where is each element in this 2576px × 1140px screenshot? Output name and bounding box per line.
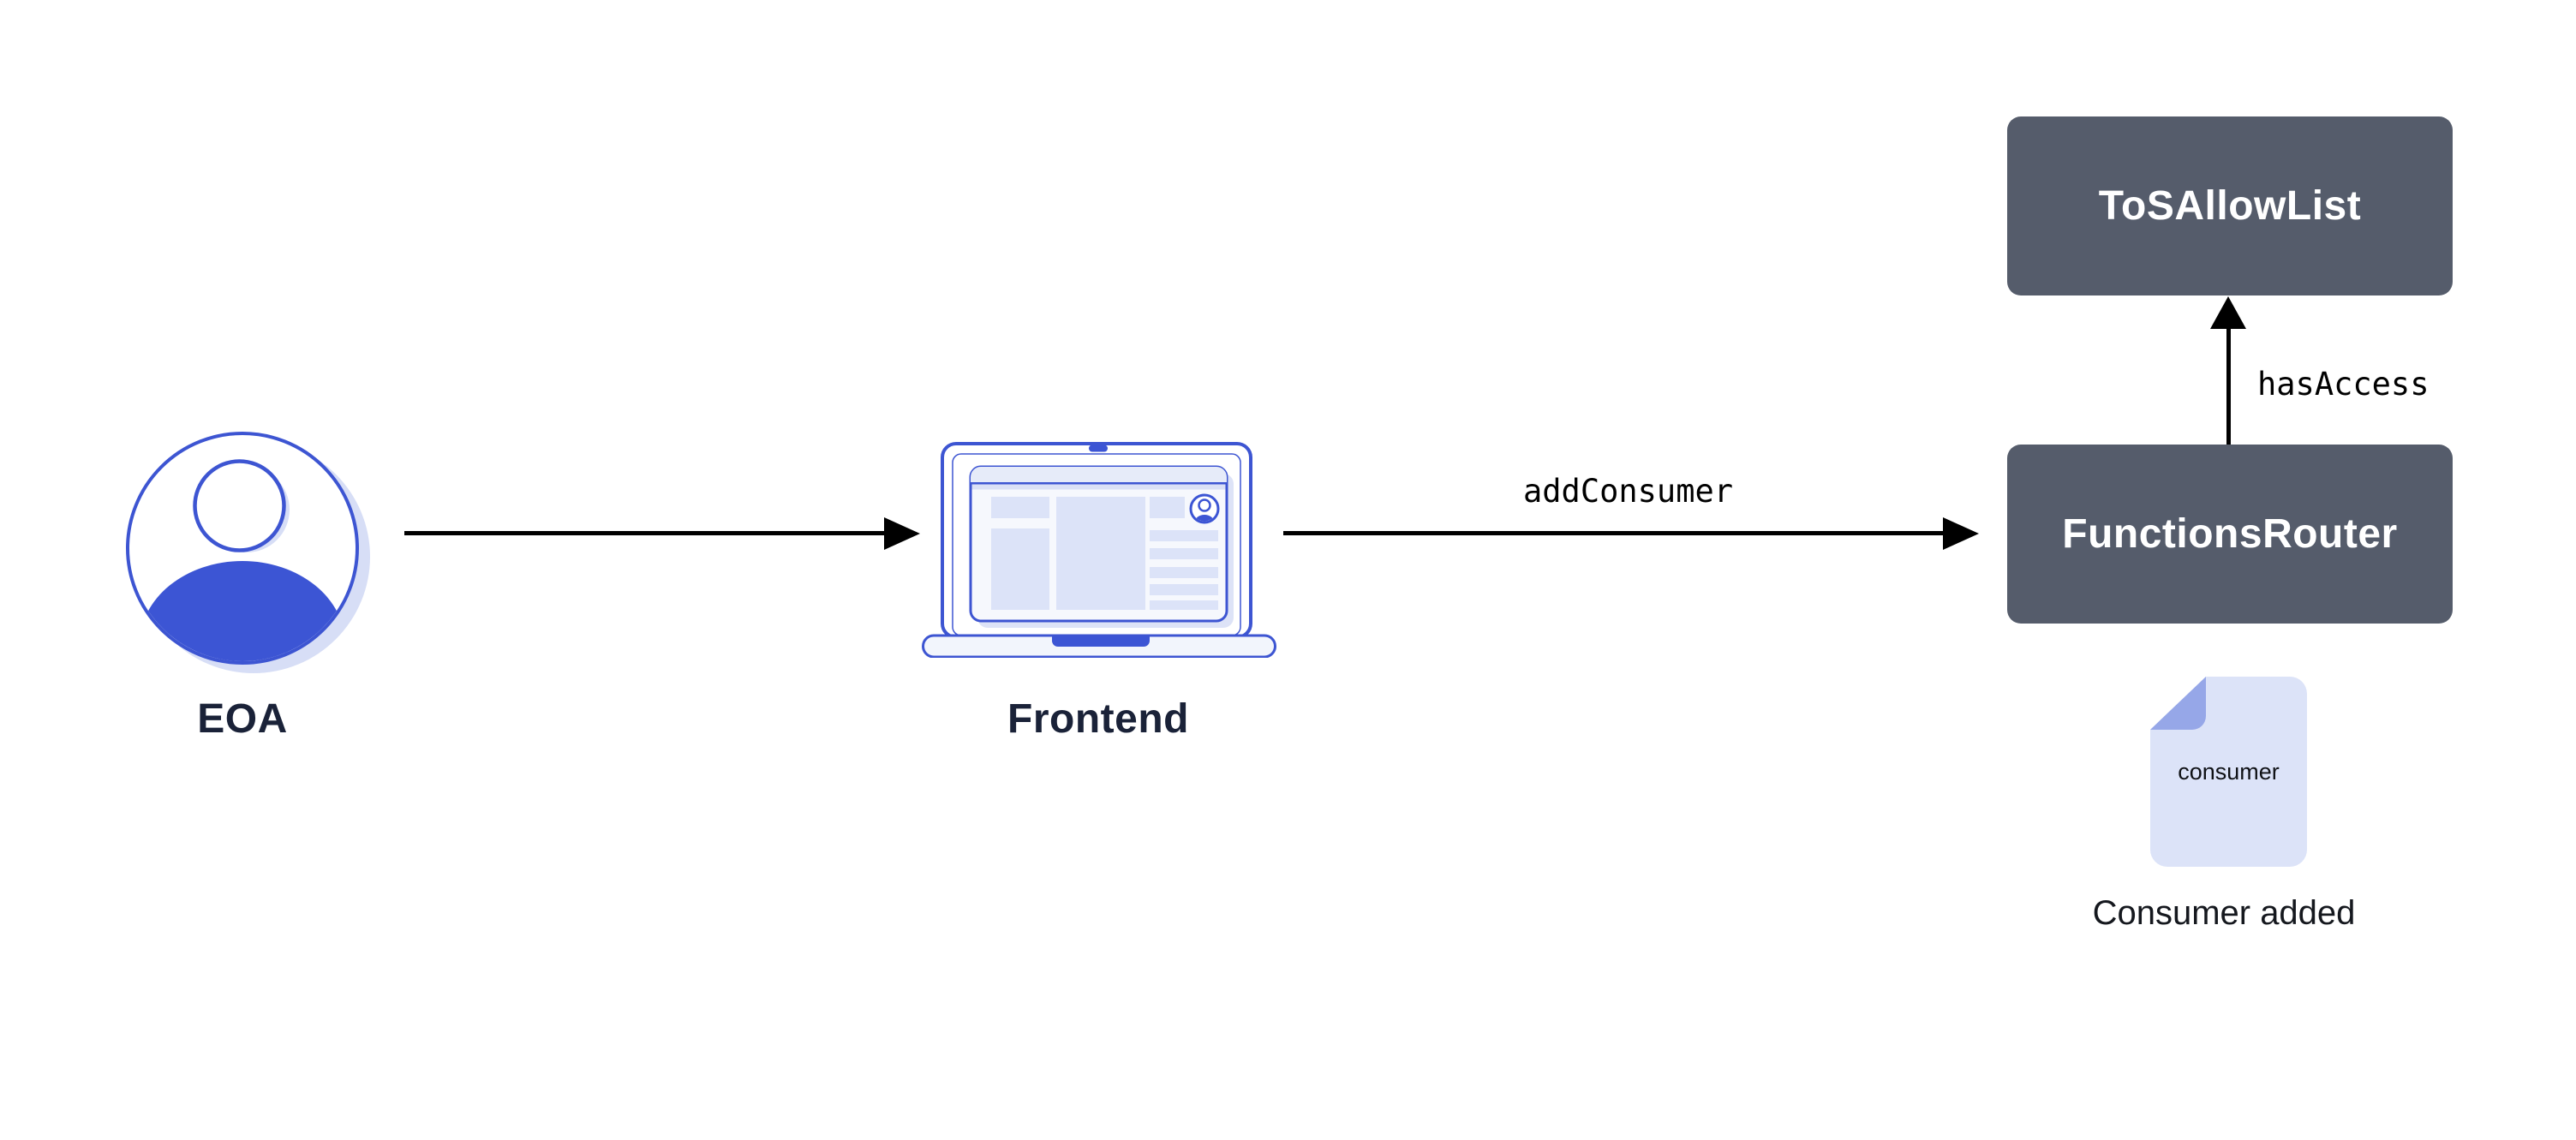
consumer-added-caption: Consumer added	[2092, 894, 2356, 932]
arrow-right-icon	[1943, 517, 1979, 550]
functions-router-label: FunctionsRouter	[2062, 511, 2398, 557]
node-tos-allow-list: ToSAllowList	[2007, 116, 2453, 295]
frontend-label: Frontend	[1007, 696, 1189, 742]
eoa-label: EOA	[197, 696, 288, 742]
node-functions-router: FunctionsRouter	[2007, 445, 2453, 624]
user-avatar-icon	[126, 432, 370, 673]
tos-allow-list-label: ToSAllowList	[2098, 183, 2362, 229]
add-consumer-edge-label: addConsumer	[1523, 473, 1734, 510]
arrow-right-icon	[884, 517, 920, 550]
arrow-up-icon	[2210, 296, 2246, 329]
laptop-icon	[922, 442, 1276, 658]
has-access-edge-label: hasAccess	[2257, 366, 2430, 403]
consumer-doc-label: consumer	[2178, 759, 2280, 785]
document-icon	[2150, 677, 2307, 867]
